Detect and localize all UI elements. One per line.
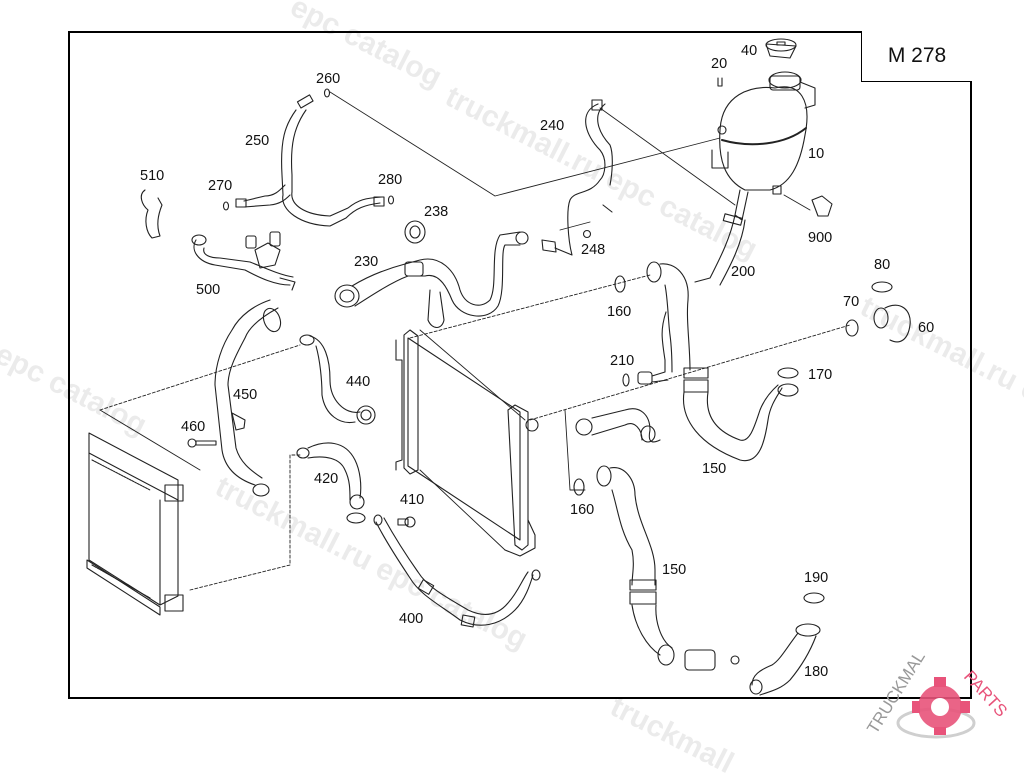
leader-line	[564, 409, 586, 491]
expansion-tank	[711, 71, 816, 221]
callout-280[interactable]: 280	[378, 172, 403, 188]
truckmall-parts-logo: TRUCKMALL PARTS	[863, 655, 1011, 739]
callout-240[interactable]: 240	[540, 118, 565, 134]
o-ring	[573, 478, 585, 496]
elbow-connector	[873, 304, 911, 343]
leader-line	[99, 344, 301, 411]
callout-160[interactable]: 160	[607, 304, 632, 320]
callout-40[interactable]: 40	[741, 43, 758, 59]
callout-238[interactable]: 238	[424, 204, 449, 220]
leader-line	[529, 324, 851, 421]
connector-210	[622, 311, 669, 387]
main-radiator	[395, 329, 539, 557]
callout-450[interactable]: 450	[233, 387, 258, 403]
callout-180[interactable]: 180	[804, 664, 829, 680]
callout-210[interactable]: 210	[610, 353, 635, 369]
callout-150[interactable]: 150	[662, 562, 687, 578]
callout-500[interactable]: 500	[196, 282, 221, 298]
tank-cap	[765, 38, 797, 59]
coolant-hose-connector	[575, 408, 661, 443]
callout-460[interactable]: 460	[181, 419, 206, 435]
callout-440[interactable]: 440	[346, 374, 371, 390]
seal-ring	[323, 88, 331, 98]
o-ring	[777, 367, 799, 379]
coolant-hose-180	[749, 623, 821, 696]
coolant-hose-150-upper	[646, 261, 799, 462]
clip	[717, 77, 723, 87]
gear-icon	[896, 677, 976, 739]
callout-900[interactable]: 900	[808, 230, 833, 246]
callout-10[interactable]: 10	[808, 146, 825, 162]
coolant-hose-450	[214, 299, 282, 497]
leader-line	[329, 91, 721, 197]
leader-line	[419, 329, 526, 421]
callout-510[interactable]: 510	[140, 168, 165, 184]
callout-400[interactable]: 400	[399, 611, 424, 627]
assembly-leader-lines	[99, 91, 851, 591]
diagram-code: M 278	[861, 31, 972, 82]
leader-line	[559, 221, 591, 231]
bracket	[140, 189, 163, 239]
callout-230[interactable]: 230	[354, 254, 379, 270]
callout-250[interactable]: 250	[245, 133, 270, 149]
callout-150[interactable]: 150	[702, 461, 727, 477]
callout-200[interactable]: 200	[731, 264, 756, 280]
callout-70[interactable]: 70	[843, 294, 860, 310]
o-ring	[845, 319, 859, 337]
o-ring	[803, 592, 825, 604]
leader-line	[783, 194, 811, 211]
vent-line	[541, 99, 613, 256]
coolant-hose-150-lower	[596, 465, 740, 671]
leader-line	[599, 107, 736, 206]
callout-60[interactable]: 60	[918, 320, 935, 336]
callout-420[interactable]: 420	[314, 471, 339, 487]
leader-line	[189, 454, 301, 591]
seal-ring	[222, 201, 230, 211]
bolt-460	[187, 438, 217, 448]
bolt-410	[397, 516, 416, 528]
callout-160[interactable]: 160	[570, 502, 595, 518]
callout-410[interactable]: 410	[400, 492, 425, 508]
diagram-frame	[68, 31, 972, 699]
o-ring	[871, 281, 893, 293]
coolant-hose-440	[299, 334, 376, 425]
callout-270[interactable]: 270	[208, 178, 233, 194]
callout-20[interactable]: 20	[711, 56, 728, 72]
thermostat-hose-assembly	[191, 231, 296, 291]
coolant-hose-230	[334, 231, 529, 329]
nut	[582, 229, 592, 239]
parts-line-art	[86, 38, 911, 696]
cover	[811, 195, 833, 217]
callout-80[interactable]: 80	[874, 257, 891, 273]
callout-170[interactable]: 170	[808, 367, 833, 383]
o-ring	[614, 275, 626, 293]
auxiliary-radiator	[86, 432, 184, 616]
seal-ring	[387, 195, 395, 205]
leader-line	[99, 409, 201, 471]
coolant-line-400	[373, 514, 541, 628]
leader-line	[409, 274, 651, 339]
callout-260[interactable]: 260	[316, 71, 341, 87]
coolant-line-250	[235, 94, 385, 227]
callout-248[interactable]: 248	[581, 242, 606, 258]
coolant-hose-420	[296, 442, 366, 524]
callout-190[interactable]: 190	[804, 570, 829, 586]
hose-clamp	[404, 220, 426, 244]
